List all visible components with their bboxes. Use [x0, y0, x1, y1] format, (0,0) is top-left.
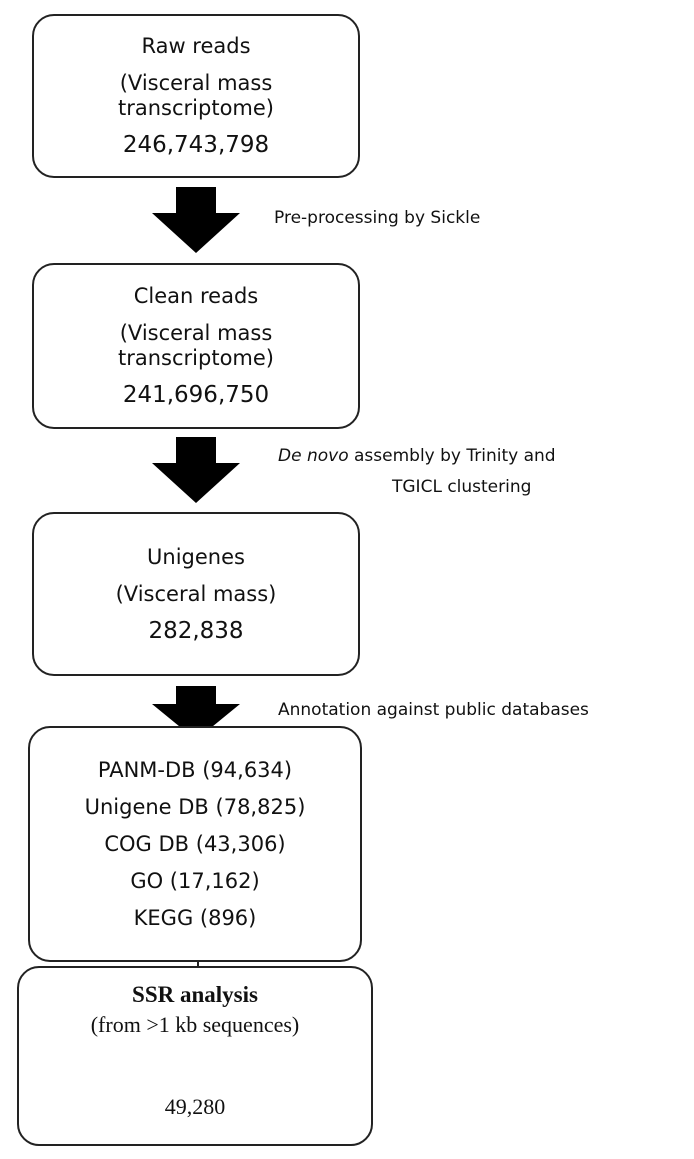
arrow-down-icon [152, 686, 240, 740]
ssr-title: SSR analysis [132, 982, 258, 1007]
annotation-item-cog: COG DB (43,306) [104, 831, 286, 856]
raw-reads-count: 246,743,798 [122, 132, 270, 158]
unigenes-box: Unigenes (Visceral mass) 282,838 [32, 512, 360, 676]
step-assembly-italic: De novo [278, 446, 349, 466]
annotation-item-unigene: Unigene DB (78,825) [84, 794, 306, 819]
raw-reads-line3: transcriptome) [118, 96, 274, 120]
ssr-subtitle: (from >1 kb sequences) [90, 1012, 300, 1037]
annotation-item-panm: PANM-DB (94,634) [97, 757, 293, 782]
ssr-analysis-box: SSR analysis (from >1 kb sequences) 49,2… [17, 966, 373, 1146]
clean-reads-count: 241,696,750 [122, 382, 270, 408]
unigenes-title: Unigenes [147, 544, 245, 569]
ssr-count: 49,280 [164, 1094, 226, 1119]
arrow-down-icon [152, 187, 240, 253]
step-assembly-line2: TGICL clustering [392, 477, 532, 497]
clean-reads-box: Clean reads (Visceral mass transcriptome… [32, 263, 360, 429]
step-assembly-label: De novo assembly by Trinity and [278, 442, 556, 470]
clean-reads-line3: transcriptome) [118, 346, 274, 370]
step-annotation-label: Annotation against public databases [278, 700, 589, 720]
raw-reads-line2: (Visceral mass [119, 71, 273, 95]
step-preprocessing-label: Pre-processing by Sickle [274, 208, 481, 228]
unigenes-line2: (Visceral mass) [115, 581, 277, 606]
raw-reads-title: Raw reads [141, 34, 251, 58]
clean-reads-line2: (Visceral mass [119, 321, 273, 345]
annotation-item-go: GO (17,162) [130, 868, 260, 893]
annotation-box: PANM-DB (94,634) Unigene DB (78,825) COG… [28, 726, 362, 962]
unigenes-count: 282,838 [148, 617, 244, 644]
raw-reads-box: Raw reads (Visceral mass transcriptome) … [32, 14, 360, 178]
step-assembly-rest: assembly by Trinity and [348, 446, 556, 466]
clean-reads-title: Clean reads [133, 284, 259, 308]
arrow-down-icon [152, 437, 240, 503]
annotation-item-kegg: KEGG (896) [133, 905, 257, 930]
